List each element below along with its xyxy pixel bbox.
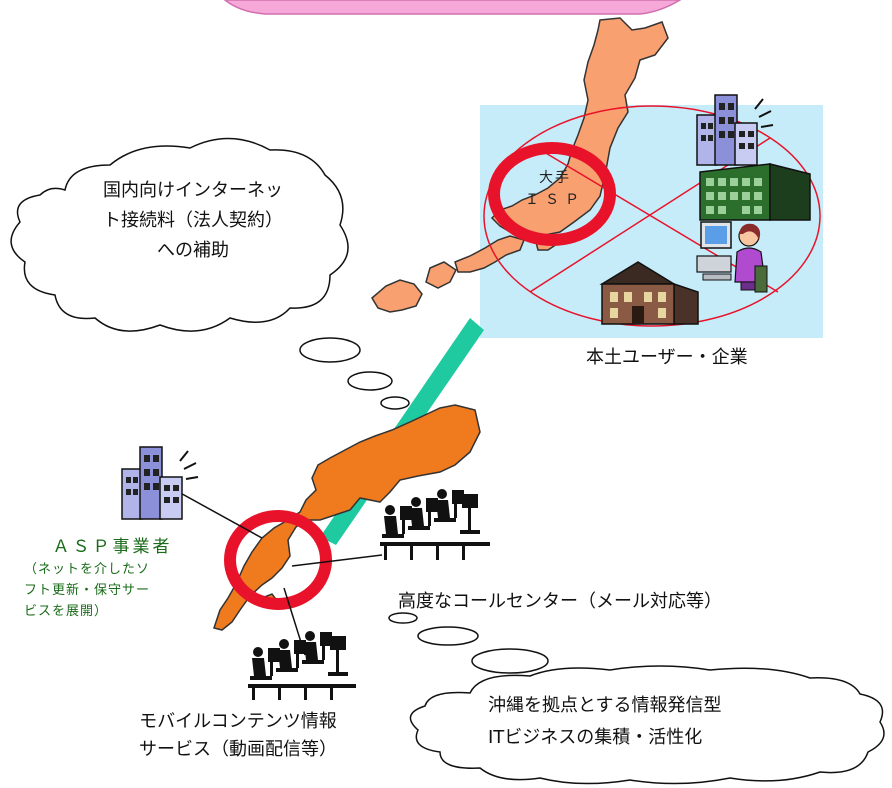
goal-line-1: 沖縄を拠点とする情報発信型 — [488, 695, 722, 716]
mainland-caption: 本土ユーザー・企業 — [586, 347, 748, 368]
call-center-label: 高度なコールセンター（メール対応等） — [398, 591, 722, 612]
office-buildings-icon-mainland — [696, 94, 774, 166]
isp-label-line-2: ＩＳＰ — [525, 192, 585, 208]
isp-label: 大手 ＩＳＰ — [520, 167, 590, 211]
isp-ring — [488, 142, 616, 246]
goal-line-2: ITビジネスの集積・活性化 — [488, 727, 703, 748]
office-buildings-icon-asp — [121, 446, 199, 520]
house-icon — [599, 261, 699, 325]
thought-bubbles-subsidy — [299, 337, 410, 410]
goal-cloud — [409, 665, 885, 785]
isp-label-line-1: 大手 — [539, 170, 571, 186]
green-office-building-icon — [699, 163, 811, 221]
goal-cloud-text: 沖縄を拠点とする情報発信型 ITビジネスの集積・活性化 — [488, 690, 721, 754]
asp-detail-line-2: フト更新・保守サー — [24, 583, 151, 598]
mobile-line-2: サービス（動画配信等） — [139, 739, 337, 760]
subsidy-line-3: への補助 — [157, 240, 229, 261]
subsidy-cloud — [10, 137, 349, 332]
asp-title: ＡＳＰ事業者 — [52, 537, 173, 557]
okinawa-ring — [224, 510, 332, 610]
call-center-workers-icon — [380, 489, 490, 560]
subsidy-cloud-text: 国内向けインターネッ ト接続料（法人契約） への補助 — [58, 176, 328, 266]
subsidy-line-1: 国内向けインターネッ — [103, 180, 283, 201]
thought-bubbles-goal — [388, 612, 549, 674]
asp-detail-line-1: （ネットを介したソ — [24, 562, 151, 577]
mobile-line-1: モバイルコンテンツ情報 — [139, 711, 337, 732]
okinawa-map — [213, 404, 481, 631]
office-worker-icon — [696, 221, 768, 293]
top-banner-edge — [223, 0, 682, 15]
asp-label: ＡＳＰ事業者 （ネットを介したソ フト更新・保守サー ビスを展開） — [10, 532, 215, 622]
mobile-content-workers-icon — [248, 631, 356, 700]
asp-detail-line-3: ビスを展開） — [24, 604, 109, 619]
mobile-content-label: モバイルコンテンツ情報 サービス（動画配信等） — [108, 708, 368, 764]
subsidy-line-2: ト接続料（法人契約） — [103, 210, 283, 231]
